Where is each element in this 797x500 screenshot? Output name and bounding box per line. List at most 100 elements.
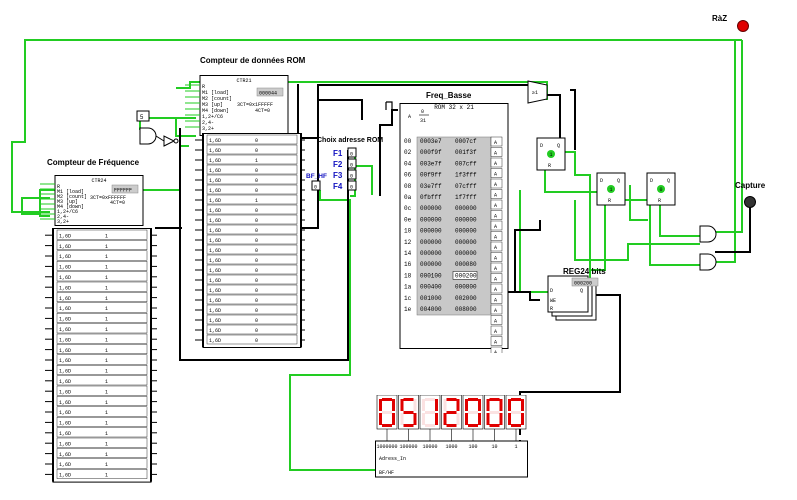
ctr24-split-bit: 1: [105, 441, 108, 447]
svg-text:M3 [up]: M3 [up]: [202, 102, 223, 108]
svg-text:R: R: [57, 184, 60, 190]
seven-seg-digit: [376, 395, 398, 441]
rom-cell: 0007cf: [455, 138, 477, 145]
rom-addr: 04: [404, 160, 412, 167]
svg-text:1,2+/C6: 1,2+/C6: [57, 209, 78, 215]
ctr24-name: CTR24: [91, 178, 106, 184]
f4-switch[interactable]: [347, 180, 357, 191]
rom-addr: 14: [404, 250, 412, 257]
rom-cell: 000000: [455, 239, 477, 246]
rom-cell: 003e7f: [420, 160, 442, 167]
bf-hf-input-label: BF/HF: [379, 470, 394, 476]
ctr21-split-row-label: 1,6D: [209, 208, 221, 214]
digit-weight: 100000: [399, 444, 417, 450]
rom-cell: 000000: [455, 228, 477, 235]
ctr24-split-bit: 1: [105, 358, 108, 364]
ctr21-counter: CTR21 000044 R M1 [load] M2 [count] M3 […: [185, 75, 289, 136]
rom-addr: 16: [404, 261, 412, 268]
svg-text:M3 [up]: M3 [up]: [57, 199, 78, 205]
ctr21-split-bit: 0: [255, 188, 258, 194]
dff-2: D Q R 1: [596, 172, 626, 206]
svg-text:0: 0: [350, 152, 353, 158]
ctr24-split-row-label: 1,6D: [59, 337, 71, 343]
ctr21-split-row-label: 1,6D: [209, 168, 221, 174]
svg-text:M4 [down]: M4 [down]: [202, 108, 229, 114]
digit-weight: 1000000: [376, 444, 397, 450]
reg24: 000200 D Q WE R: [547, 275, 599, 321]
ctr24-split-row-label: 1,6D: [59, 431, 71, 437]
f1-switch[interactable]: [347, 147, 357, 158]
ctr21-split-row-label: 1,6D: [209, 158, 221, 164]
ctr21-split-row-label: 1,6D: [209, 318, 221, 324]
ctr21-split-row-label: 1,6D: [209, 328, 221, 334]
rom-out-pin: A: [494, 203, 497, 209]
rom-cell: 002000: [455, 295, 477, 302]
rom-out-pin: A: [494, 266, 497, 272]
ctr24-split-row-label: 1,6D: [59, 327, 71, 333]
capture-label: Capture: [735, 181, 766, 190]
rom-cell: 000000: [420, 239, 442, 246]
ctr21-split-bit: 0: [255, 168, 258, 174]
ctr21-split-row-label: 1,6D: [209, 138, 221, 144]
ctr24-split-row-label: 1,6D: [59, 244, 71, 250]
ctr21-split-bit: 0: [255, 178, 258, 184]
rom-addr: 0a: [404, 194, 412, 201]
rom-cell: 000080: [455, 261, 477, 268]
ctr21-split-row-label: 1,6D: [209, 228, 221, 234]
rom-out-pin: A: [494, 214, 497, 220]
bf-hf-switch[interactable]: [311, 180, 321, 191]
rom-cell: 000000: [420, 205, 442, 212]
raz-label: RàZ: [712, 14, 728, 23]
seven-seg-digit: [441, 395, 462, 441]
ctr24-value: FFFFFF: [114, 188, 132, 194]
rom-cell: 000f9f: [420, 149, 442, 156]
raz-button[interactable]: [737, 20, 749, 32]
rom-out-pin: A: [494, 151, 497, 157]
decoder-box: [375, 440, 528, 478]
ctr24-ct: 3CT=0xFFFFFF: [90, 195, 126, 201]
seven-seg-digit: [419, 395, 441, 441]
choix-title: Choix adresse ROM: [317, 137, 384, 144]
f2-switch[interactable]: [347, 158, 357, 169]
f2-label: F2: [333, 160, 343, 169]
rom-title: ROM 32 x 21: [434, 104, 474, 111]
ctr24-split-bit: 1: [105, 327, 108, 333]
ctr24-split-bit: 1: [105, 306, 108, 312]
svg-text:M1 [load]: M1 [load]: [202, 90, 229, 96]
rom-out-pin: A: [494, 193, 497, 199]
ctr21-split-bit: 0: [255, 268, 258, 274]
ctr24-split-bit: 1: [105, 379, 108, 385]
ctr21-split-bit: 0: [255, 228, 258, 234]
svg-text:D: D: [600, 178, 603, 184]
rom-out-pin: A: [494, 319, 497, 325]
f3-switch[interactable]: [347, 169, 357, 180]
svg-text:R: R: [550, 306, 553, 312]
ctr24-split-bit: 1: [105, 410, 108, 416]
svg-text:D: D: [650, 178, 653, 184]
ctr21-split-bit: 0: [255, 218, 258, 224]
rom-out-pin: A: [494, 172, 497, 178]
ctr21-split-row-label: 1,6D: [209, 248, 221, 254]
ctr21-split-row-label: 1,6D: [209, 268, 221, 274]
rom-cell: 000000: [455, 205, 477, 212]
ctr21-split-row: 1,6D 0: [195, 264, 305, 275]
rom-out-pin: A: [494, 287, 497, 293]
seven-seg-digit: [505, 395, 527, 441]
svg-text:0: 0: [350, 163, 353, 169]
ctr24-split-row-label: 1,6D: [59, 379, 71, 385]
rom-out-pin: A: [494, 161, 497, 167]
